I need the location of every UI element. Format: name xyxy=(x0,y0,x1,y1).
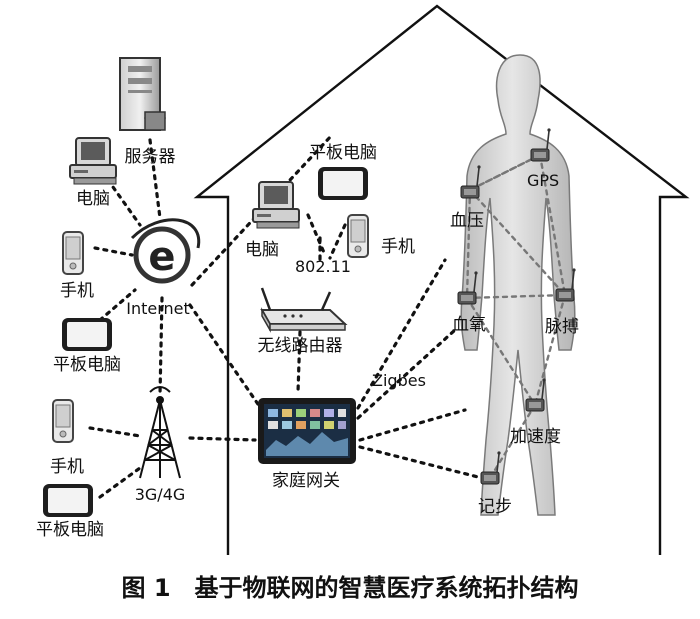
tablet-home-label: 平板电脑 xyxy=(309,143,377,163)
tablet-icon xyxy=(318,167,368,200)
zigbee-label: Zigbes xyxy=(372,371,426,390)
server-icon xyxy=(119,57,166,131)
house-outline xyxy=(193,4,690,555)
cell-tower-icon xyxy=(139,386,181,479)
mobile-phone-icon xyxy=(52,399,74,443)
pulse-label: 脉搏 xyxy=(545,317,579,337)
mobile-phone-icon xyxy=(62,231,84,275)
home-gateway-tablet-icon xyxy=(258,398,356,464)
figure-caption: 图 1 基于物联网的智慧医疗系统拓扑结构 xyxy=(121,574,578,602)
phone-home-label: 手机 xyxy=(381,237,415,257)
pc-home-label: 电脑 xyxy=(245,240,279,260)
wireless-router-icon xyxy=(260,287,348,333)
blood-oxygen-label: 血氧 xyxy=(452,315,486,335)
blood-pressure-label: 血压 xyxy=(450,211,484,231)
internet-explorer-icon: e xyxy=(130,218,201,284)
svg-text:e: e xyxy=(148,234,175,280)
phone-left-1-label: 手机 xyxy=(60,281,94,301)
pc-left-label: 电脑 xyxy=(76,189,110,209)
phone-left-2-label: 手机 xyxy=(50,457,84,477)
tablet-left-1-label: 平板电脑 xyxy=(53,355,121,375)
desktop-computer-icon xyxy=(69,137,117,185)
network-links xyxy=(88,133,480,499)
tower-label: 3G/4G xyxy=(135,485,186,504)
gps-label: GPS xyxy=(527,171,559,190)
mobile-phone-icon xyxy=(347,214,369,258)
internet-label: Internet xyxy=(126,299,190,318)
acceleration-label: 加速度 xyxy=(510,427,561,447)
pedometer-label: 记步 xyxy=(478,497,512,517)
desktop-computer-icon xyxy=(252,181,300,229)
body-sensor-links xyxy=(465,153,567,480)
wifi-label: 802.11 xyxy=(295,257,351,276)
tablet-icon xyxy=(43,484,93,517)
router-label: 无线路由器 xyxy=(258,336,343,356)
server-label: 服务器 xyxy=(125,147,176,167)
tablet-icon xyxy=(62,318,112,351)
gateway-label: 家庭网关 xyxy=(272,471,340,491)
tablet-left-2-label: 平板电脑 xyxy=(36,520,104,540)
